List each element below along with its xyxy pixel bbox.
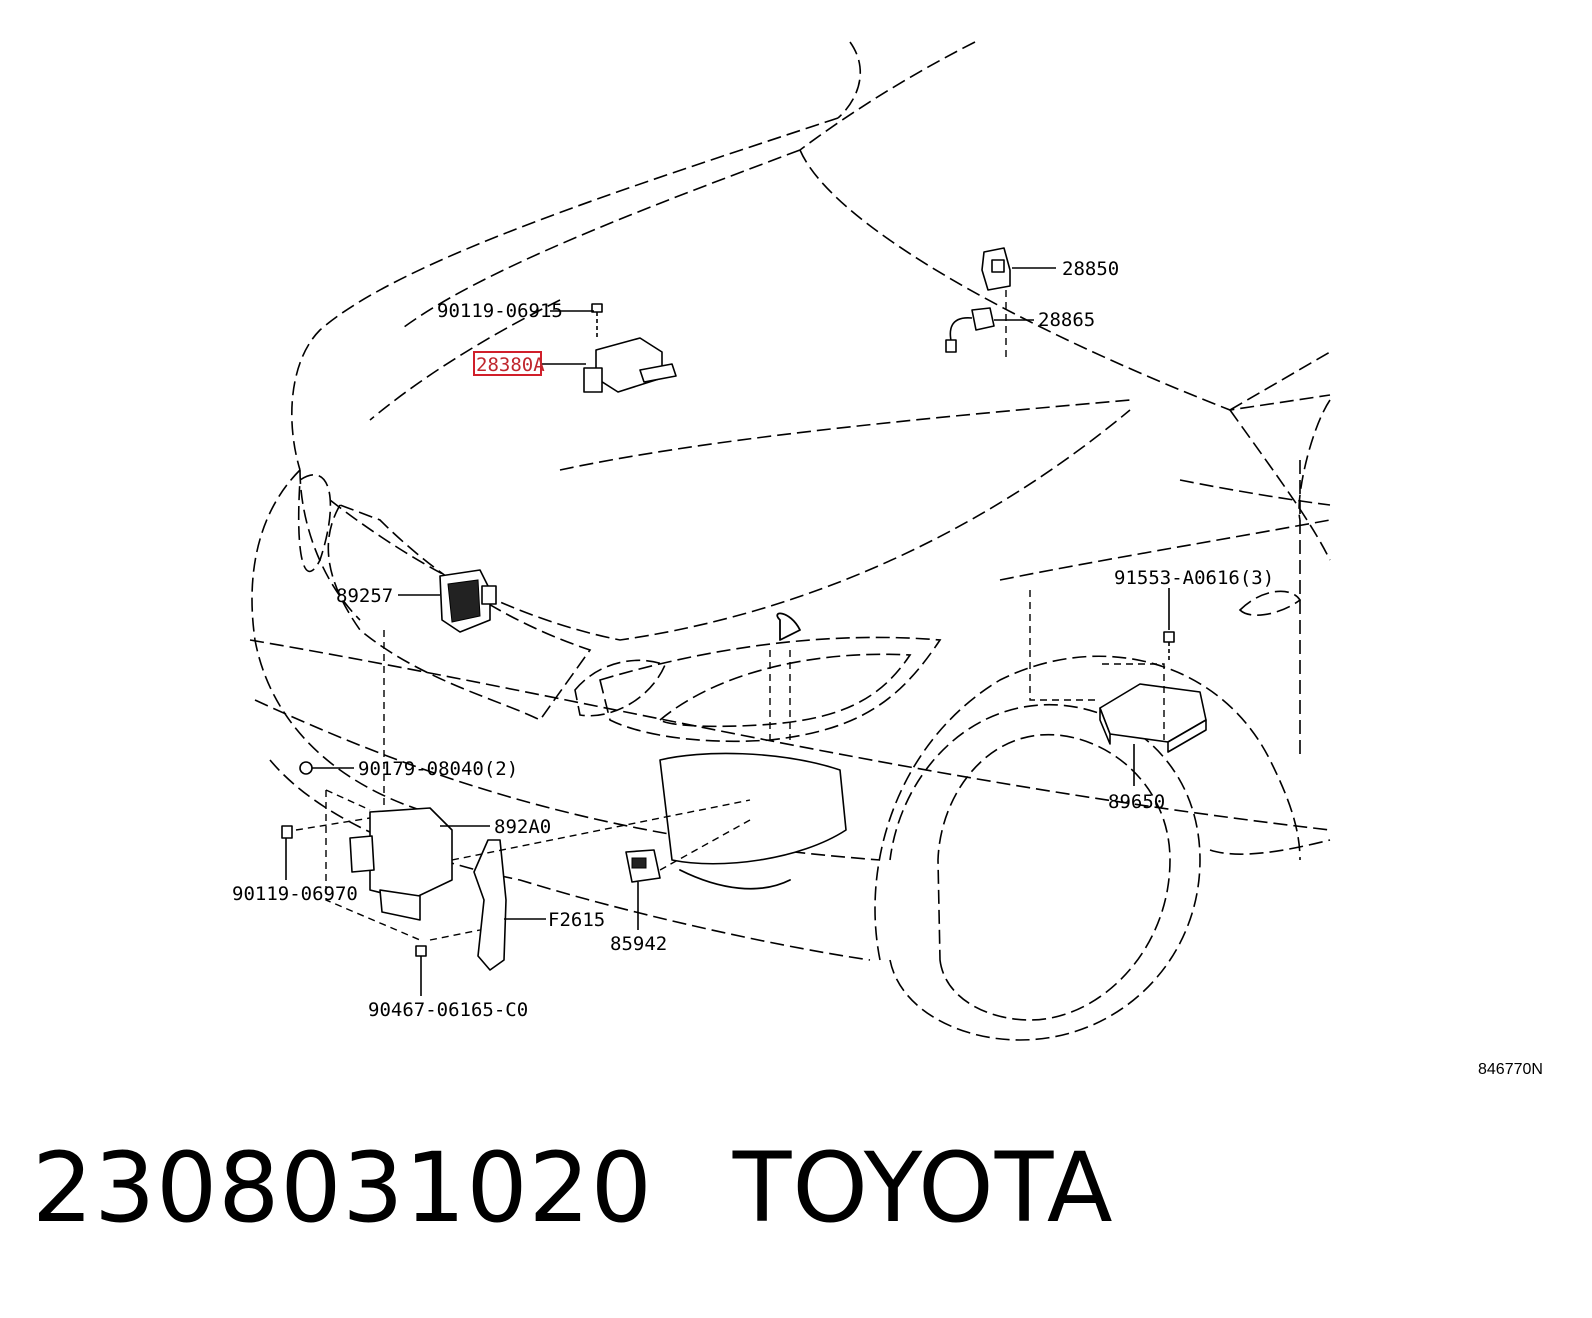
- relay-85942: [625, 849, 661, 883]
- callout-85942: 85942: [610, 933, 667, 955]
- relay-28850: [981, 247, 1011, 291]
- leader-lines: [285, 267, 1170, 996]
- sensor-89257: [439, 569, 497, 633]
- callout-89650: 89650: [1108, 791, 1165, 813]
- harness-28865: [945, 307, 995, 353]
- controller-892A0: [349, 807, 453, 921]
- car-body-outline: [249, 41, 1331, 1041]
- callout-90119-06970: 90119-06970: [232, 883, 358, 905]
- callout-90119-06915: 90119-06915: [437, 300, 563, 322]
- callout-28850: 28850: [1062, 258, 1119, 280]
- callout-90467: 90467-06165-C0: [368, 999, 528, 1021]
- bolt-90467: [415, 945, 427, 957]
- callout-91553: 91553-A0616(3): [1114, 567, 1274, 589]
- diagram-id: 846770N: [1478, 1061, 1543, 1078]
- headlamp-unit: [659, 612, 847, 890]
- callout-89257: 89257: [336, 585, 393, 607]
- callout-892A0: 892A0: [494, 816, 551, 838]
- bolt-90119-06915: [591, 303, 603, 340]
- bolt-90179: [299, 761, 313, 775]
- highlight-box: [473, 351, 542, 376]
- callout-28380A: 28380A: [476, 354, 545, 376]
- part-number: 2308031020: [32, 1132, 653, 1244]
- footer-caption: 2308031020 TOYOTA: [32, 1132, 1114, 1244]
- callout-90179: 90179-08040(2): [358, 758, 518, 780]
- manufacturer-name: TOYOTA: [732, 1132, 1114, 1244]
- bracket-F2615: [473, 839, 507, 971]
- bolt-91553: [1163, 631, 1175, 660]
- callout-labels: 90119-06915 28380A 28850 28865 89257 915…: [232, 258, 1543, 1078]
- callout-28865: 28865: [1038, 309, 1095, 331]
- callout-F2615: F2615: [548, 909, 605, 931]
- ecu-89650: [1029, 590, 1207, 753]
- module-28380A: [583, 337, 677, 393]
- bolt-90119-06970: [281, 825, 293, 839]
